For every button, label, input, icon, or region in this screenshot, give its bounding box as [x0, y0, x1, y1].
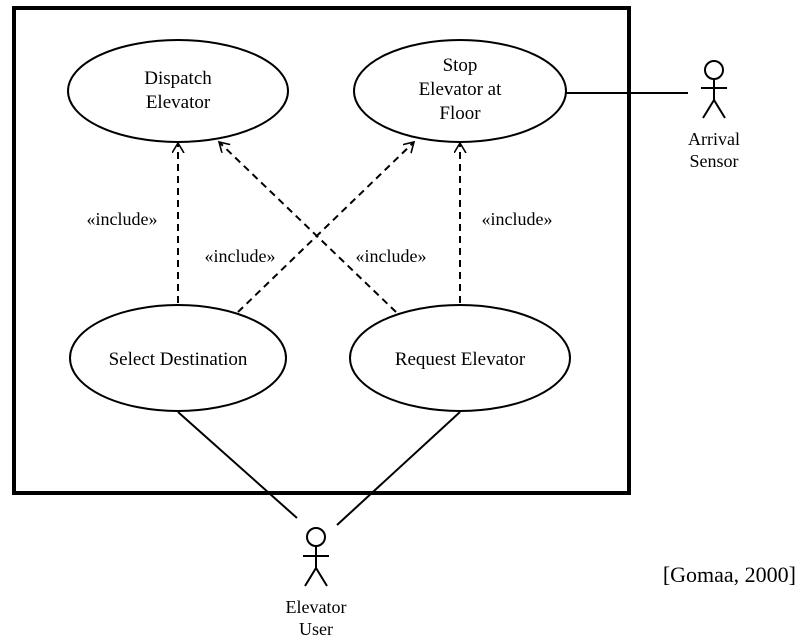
use-case-label-line1: Dispatch — [144, 68, 212, 89]
use-case-select-destination[interactable]: Select Destination — [69, 304, 287, 412]
include-label-select-to-dispatch: «include» — [87, 209, 158, 229]
include-dependencies — [178, 142, 460, 313]
association-user-select — [177, 411, 298, 519]
use-case-label-line3: Floor — [439, 103, 481, 124]
system-boundary — [12, 6, 631, 495]
use-case-ellipse — [69, 304, 287, 412]
actor-label-line1: Arrival — [688, 129, 740, 149]
actor-label-line2: User — [299, 619, 333, 639]
include-arrow-request-to-dispatch — [219, 142, 397, 313]
actor-label-line2: Sensor — [690, 151, 739, 171]
use-case-stop-elevator-at-floor[interactable]: Stop Elevator at Floor — [353, 39, 567, 143]
actor-label-line1: Elevator — [286, 597, 347, 617]
use-case-label: Request Elevator — [395, 349, 526, 370]
use-case-ellipse — [349, 304, 571, 412]
include-label-request-to-dispatch: «include» — [356, 246, 427, 266]
use-case-label-line1: Stop — [443, 55, 478, 76]
use-case-label-line2: Elevator — [146, 92, 211, 113]
use-case-request-elevator[interactable]: Request Elevator — [349, 304, 571, 412]
use-case-label: Select Destination — [109, 349, 248, 370]
associations — [177, 92, 688, 526]
use-case-ellipse — [67, 39, 289, 143]
use-case-label-line2: Elevator at — [419, 79, 503, 100]
use-case-dispatch-elevator[interactable]: Dispatch Elevator — [67, 39, 289, 143]
citation: [Gomaa, 2000] — [663, 562, 796, 587]
include-arrow-select-to-stop — [237, 142, 414, 313]
stick-figure-icon — [303, 527, 329, 587]
use-case-ellipse — [353, 39, 567, 143]
association-user-request — [336, 411, 461, 526]
include-label-request-to-stop: «include» — [482, 209, 553, 229]
actor-elevator-user[interactable]: Elevator User — [286, 527, 347, 639]
actor-arrival-sensor[interactable]: Arrival Sensor — [688, 60, 740, 171]
include-label-select-to-stop: «include» — [205, 246, 276, 266]
stick-figure-icon — [701, 60, 727, 119]
